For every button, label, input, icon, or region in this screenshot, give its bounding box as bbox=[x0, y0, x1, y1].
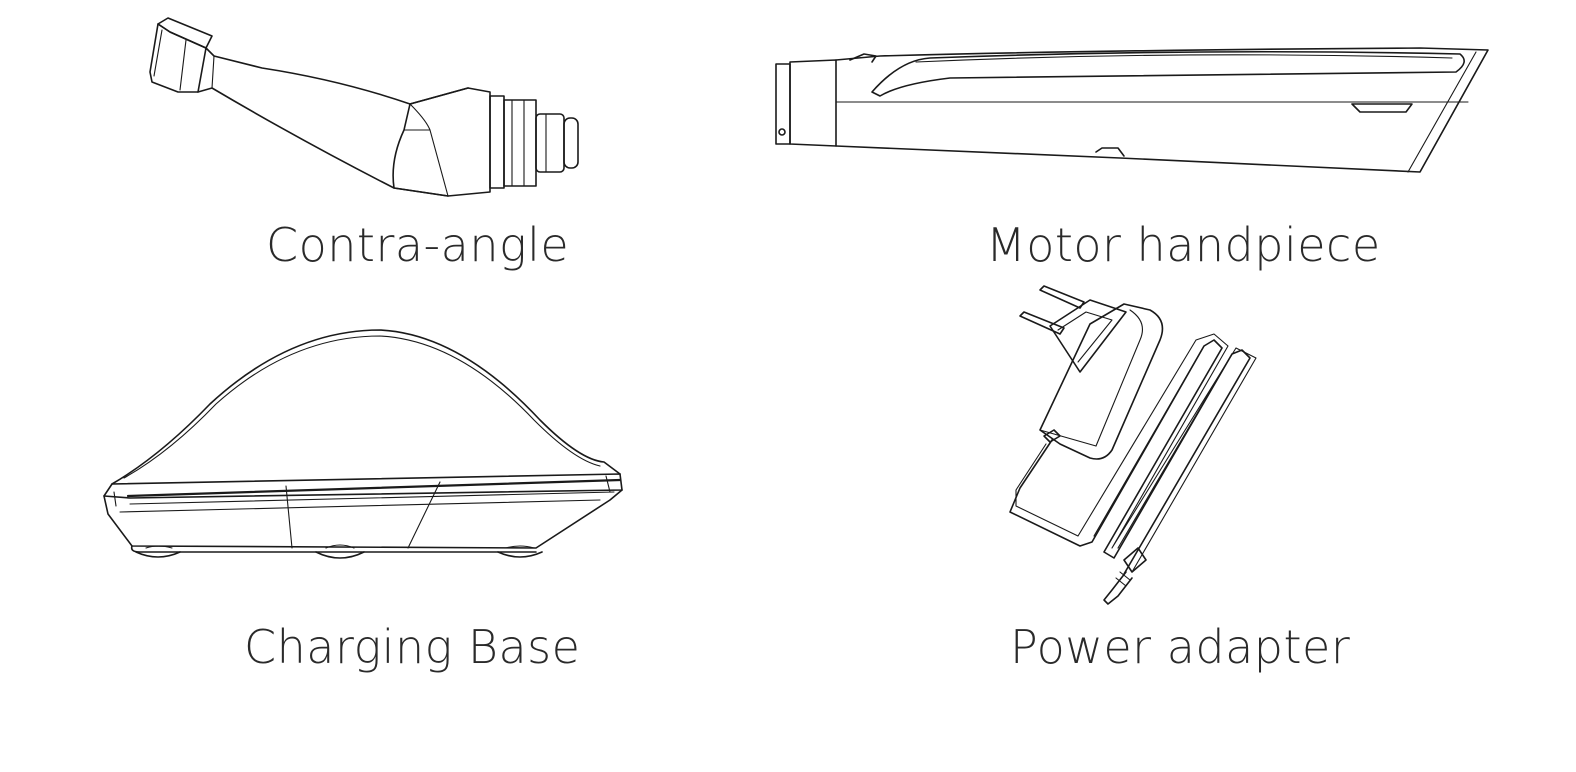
charging-base-label: Charging Base bbox=[244, 620, 581, 674]
contra-angle-label: Contra-angle bbox=[266, 218, 570, 272]
power-adapter-label: Power adapter bbox=[1010, 620, 1351, 674]
motor-handpiece-label: Motor handpiece bbox=[986, 218, 1381, 272]
